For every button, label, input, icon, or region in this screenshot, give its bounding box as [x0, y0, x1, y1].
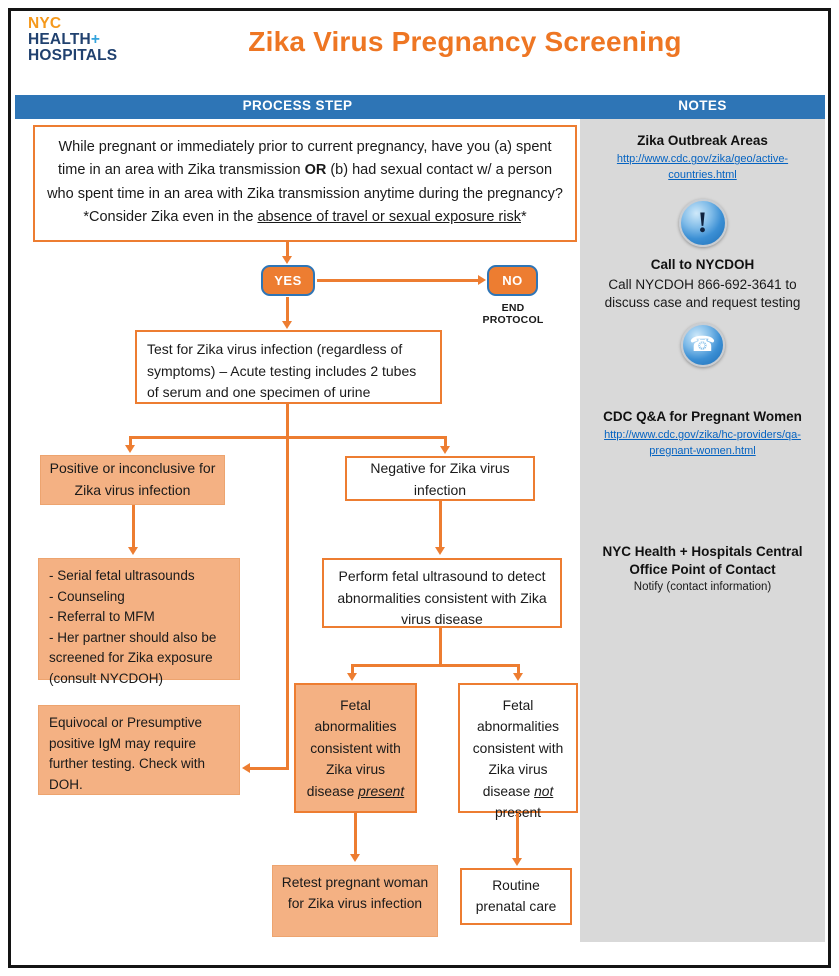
management-item: - Counseling	[49, 588, 125, 604]
fetal-not-emph: not	[534, 783, 554, 799]
management-item: - Serial fetal ultrasounds	[49, 568, 195, 583]
retest-box: Retest pregnant woman for Zika virus inf…	[272, 865, 438, 937]
yes-node: YES	[261, 265, 315, 296]
note-title: Call to NYCDOH	[650, 257, 755, 272]
line-center-to-equivocal	[286, 436, 289, 769]
positive-inconclusive-box: Positive or inconclusive for Zika virus …	[40, 455, 225, 505]
arrow-negative-to-ultrasound	[439, 501, 442, 548]
note-text: Notify (contact information)	[633, 581, 772, 594]
page-title: Zika Virus Pregnancy Screening	[248, 26, 682, 57]
negative-box: Negative for Zika virus infection	[345, 456, 535, 501]
note-title: NYC Health + Hospitals Central Office Po…	[602, 544, 803, 578]
logo-line-hospitals: HOSPITALS	[28, 46, 118, 64]
note-title: Zika Outbreak Areas	[637, 133, 768, 148]
note-central-office-contact: NYC Health + Hospitals Central Office Po…	[580, 543, 825, 593]
logo-line-nyc: NYC	[28, 15, 62, 32]
note-title: CDC Q&A for Pregnant Women	[603, 409, 802, 424]
cdc-active-countries-link[interactable]: http://www.cdc.gov/zika/geo/active-count…	[616, 153, 789, 181]
arrowhead-down-icon	[282, 321, 292, 329]
fetal-ultrasound-box: Perform fetal ultrasound to detect abnor…	[322, 558, 562, 628]
line-equivocal-horizontal	[250, 767, 289, 770]
split2-horizontal-line	[351, 664, 520, 667]
note-text: Call NYCDOH 866-692-3641 to discuss case…	[604, 277, 801, 311]
arrowhead-right-icon	[478, 275, 486, 285]
arrowhead-down-icon	[125, 445, 135, 453]
management-item: - Her partner should also be screened fo…	[49, 629, 217, 686]
process-step-header: PROCESS STEP	[242, 98, 353, 113]
line-ultrasound-to-split	[439, 628, 442, 665]
stub-to-positive	[129, 436, 132, 446]
line-test-to-split	[286, 404, 289, 437]
arrow-yes-to-no	[317, 279, 478, 282]
end-protocol-label: END PROTOCOL	[482, 302, 544, 326]
column-header-bar	[15, 95, 825, 119]
arrow-present-to-retest	[354, 813, 357, 855]
nyc-health-hospitals-logo: NYC HEALTH+ HOSPITALS	[28, 16, 117, 63]
arrowhead-down-icon	[350, 854, 360, 862]
question-text-2: (b) had sexual contact w/ a person who s…	[47, 162, 563, 202]
arrowhead-down-icon	[435, 547, 445, 555]
arrowhead-down-icon	[347, 673, 357, 681]
logo-line-health: HEALTH	[28, 30, 91, 48]
note-call-nycdoh: Call to NYCDOH Call NYCDOH 866-692-3641 …	[580, 256, 825, 367]
arrowhead-down-icon	[512, 858, 522, 866]
arrow-positive-to-management	[132, 505, 135, 548]
consider-suffix: *	[521, 209, 527, 226]
arrowhead-left-icon	[242, 763, 250, 773]
fetal-not-suffix: present	[495, 805, 541, 820]
stub-to-not-present	[517, 664, 520, 674]
question-or: OR	[304, 162, 327, 179]
equivocal-igm-box: Equivocal or Presumptive positive IgM ma…	[38, 705, 240, 795]
note-cdc-qa: CDC Q&A for Pregnant Women http://www.cd…	[580, 408, 825, 459]
consider-prefix: *Consider Zika even in the	[83, 209, 258, 226]
management-item: - Referral to MFM	[49, 609, 155, 625]
arrowhead-down-icon	[513, 673, 523, 681]
fetal-abnormalities-present-box: Fetal abnormalities consistent with Zika…	[294, 683, 417, 813]
notes-panel: Zika Outbreak Areas http://www.cdc.gov/z…	[580, 119, 825, 942]
info-exclamation-icon: !	[678, 199, 727, 247]
fetal-present-emph: present	[358, 783, 405, 799]
cdc-pregnant-women-link[interactable]: http://www.cdc.gov/zika/hc-providers/qa-…	[604, 429, 801, 457]
logo-plus-sign: +	[90, 30, 101, 48]
routine-care-box: Routine prenatal care	[460, 868, 572, 925]
arrow-notpresent-to-routine	[516, 813, 519, 859]
fetal-not-text: Fetal abnormalities consistent with Zika…	[472, 698, 564, 799]
stub-to-negative	[444, 436, 447, 447]
test-zika-box: Test for Zika virus infection (regardles…	[135, 330, 442, 404]
fetal-abnormalities-not-present-box: Fetal abnormalities consistent with Zika…	[458, 683, 578, 820]
stub-to-present	[351, 664, 354, 674]
arrow-question-to-yes	[286, 242, 289, 257]
notes-header: NOTES	[678, 98, 727, 113]
fetal-present-text: Fetal abnormalities consistent with Zika…	[306, 698, 401, 799]
phone-icon: ☎	[680, 322, 725, 367]
arrow-yes-to-test	[286, 297, 289, 322]
no-node: NO	[487, 265, 538, 296]
note-zika-outbreak-areas: Zika Outbreak Areas http://www.cdc.gov/z…	[580, 132, 825, 247]
management-list-box: - Serial fetal ultrasounds - Counseling …	[38, 558, 240, 686]
arrowhead-down-icon	[128, 547, 138, 555]
consider-underlined: absence of travel or sexual exposure ris…	[257, 209, 521, 226]
arrowhead-down-icon	[440, 446, 450, 454]
screening-question-box: While pregnant or immediately prior to c…	[33, 125, 577, 242]
question-text: While pregnant or immediately prior to c…	[57, 139, 552, 179]
arrowhead-down-icon	[282, 256, 292, 264]
